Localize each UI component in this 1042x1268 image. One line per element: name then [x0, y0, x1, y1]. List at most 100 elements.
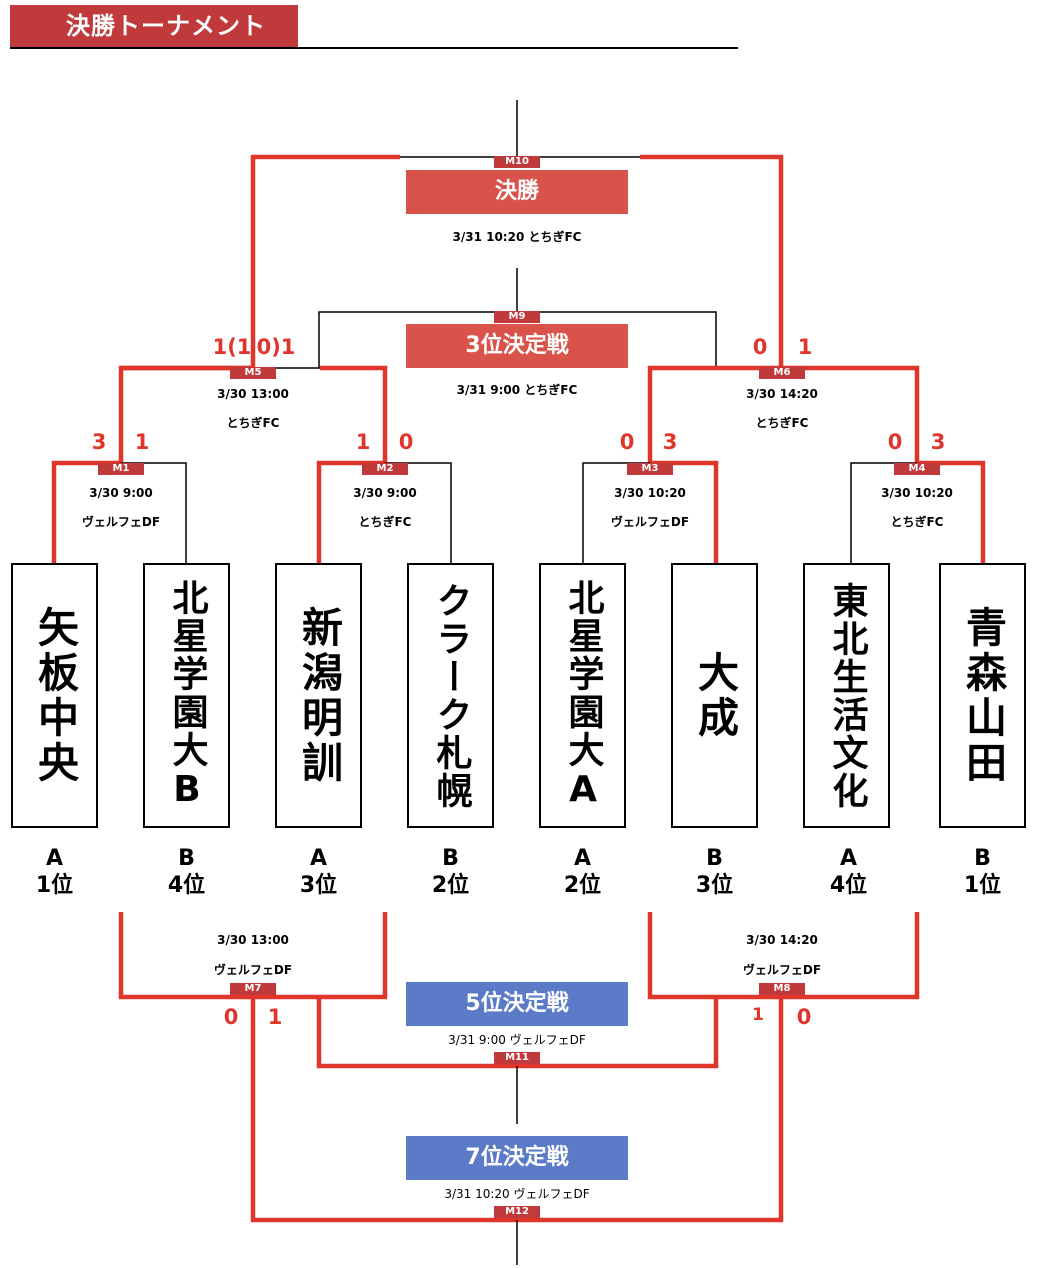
m7-date: 3/30 13:00 — [217, 933, 289, 947]
m8-score-right: 0 — [796, 1005, 812, 1029]
seed-group: B — [442, 846, 459, 871]
final-right-winner-line — [640, 154, 784, 368]
m7-score-right: 1 — [267, 1005, 283, 1029]
m4-venue: とちぎFC — [890, 515, 944, 529]
m12-tag: M12 — [494, 1206, 540, 1218]
seed-group: A — [309, 846, 328, 871]
final-left-winner-line — [250, 154, 400, 368]
m5-date: 3/30 13:00 — [217, 387, 289, 401]
m12-left-red — [250, 997, 517, 1223]
m2-score-left: 1 — [355, 430, 371, 454]
seed-rank: 4位 — [167, 873, 206, 898]
seed-rank: 2位 — [431, 873, 470, 898]
page-title: 決勝トーナメント — [10, 5, 298, 48]
seed-group: B — [178, 846, 195, 871]
m9-tag: M9 — [494, 311, 540, 323]
team-box: 北星学園大A — [539, 563, 626, 828]
m11-left-red — [316, 997, 517, 1069]
m5-tag: M5 — [230, 367, 276, 379]
m1-score-right: 1 — [134, 430, 150, 454]
m4-score-right: 3 — [930, 430, 946, 454]
team-name: 北星学園大A — [562, 579, 604, 812]
m7-score-left: 0 — [223, 1005, 239, 1029]
m6-score-left: 0 — [752, 335, 768, 359]
seed-group: A — [573, 846, 592, 871]
m8-left-red — [647, 912, 781, 1000]
m1-score-left: 3 — [91, 430, 107, 454]
seed-group: A — [45, 846, 64, 871]
m3-date: 3/30 10:20 — [614, 486, 686, 500]
m7-right-red — [253, 912, 388, 1000]
title-underline — [10, 47, 738, 49]
final-schedule: 3/31 10:20 とちぎFC — [452, 230, 582, 244]
m6-score-right: 1 — [797, 335, 813, 359]
team-box: クラーク札幌 — [407, 563, 494, 828]
m3-score-right: 3 — [662, 430, 678, 454]
m3-tag: M3 — [627, 463, 673, 475]
m2-score-right: 0 — [398, 430, 414, 454]
m5-venue: とちぎFC — [226, 416, 280, 430]
team-box: 北星学園大B — [143, 563, 230, 828]
m10-tag: M10 — [494, 156, 540, 168]
m3-venue: ヴェルフェDF — [610, 515, 690, 529]
seventh-place-label: 7位決定戦 — [406, 1136, 628, 1180]
m2-tag: M2 — [362, 463, 408, 475]
m8-score-left: 1 — [752, 1005, 764, 1025]
team-box: 青森山田 — [939, 563, 1026, 828]
seed-rank: 4位 — [829, 873, 868, 898]
m11-tag: M11 — [494, 1052, 540, 1064]
team-name: 北星学園大B — [166, 579, 208, 812]
seed-rank: 1位 — [35, 873, 74, 898]
m5-score-right: 0)1 — [256, 335, 296, 359]
third-place-schedule: 3/31 9:00 とちぎFC — [456, 383, 578, 397]
final-label: 決勝 — [406, 170, 628, 214]
m6-tag: M6 — [759, 367, 805, 379]
fifth-place-schedule: 3/31 9:00 ヴェルフェDF — [448, 1033, 586, 1047]
m1-date: 3/30 9:00 — [89, 486, 153, 500]
team-name: 青森山田 — [958, 605, 1007, 786]
m4-date: 3/30 10:20 — [881, 486, 953, 500]
m4-score-left: 0 — [887, 430, 903, 454]
fifth-place-label: 5位決定戦 — [406, 982, 628, 1026]
seed-group: B — [974, 846, 991, 871]
m12-right-red — [517, 997, 784, 1223]
third-place-label: 3位決定戦 — [406, 324, 628, 368]
m8-right-red — [781, 912, 920, 1000]
m6-date: 3/30 14:20 — [746, 387, 818, 401]
seed-rank: 2位 — [563, 873, 602, 898]
seed-rank: 1位 — [963, 873, 1002, 898]
team-box: 矢板中央 — [11, 563, 98, 828]
m4-tag: M4 — [894, 463, 940, 475]
m7-venue: ヴェルフェDF — [213, 963, 293, 977]
team-name: 矢板中央 — [30, 605, 79, 786]
m11-right-red — [517, 997, 719, 1069]
team-box: 東北生活文化 — [803, 563, 890, 828]
seed-group: A — [839, 846, 858, 871]
m7-left-red — [118, 912, 253, 1000]
team-box: 新潟明訓 — [275, 563, 362, 828]
m2-date: 3/30 9:00 — [353, 486, 417, 500]
m2-venue: とちぎFC — [358, 515, 412, 529]
seventh-place-schedule: 3/31 10:20 ヴェルフェDF — [444, 1187, 590, 1201]
team-name: 新潟明訓 — [294, 605, 343, 786]
m5-score-left: 1(1 — [212, 335, 252, 359]
m8-tag: M8 — [759, 983, 805, 995]
seed-group: B — [706, 846, 723, 871]
team-name: クラーク札幌 — [430, 581, 472, 810]
m8-date: 3/30 14:20 — [746, 933, 818, 947]
m1-tag: M1 — [98, 463, 144, 475]
m6-venue: とちぎFC — [755, 416, 809, 430]
m7-tag: M7 — [230, 983, 276, 995]
team-name: 大成 — [690, 650, 739, 741]
seed-rank: 3位 — [299, 873, 338, 898]
m3-score-left: 0 — [619, 430, 635, 454]
team-box: 大成 — [671, 563, 758, 828]
